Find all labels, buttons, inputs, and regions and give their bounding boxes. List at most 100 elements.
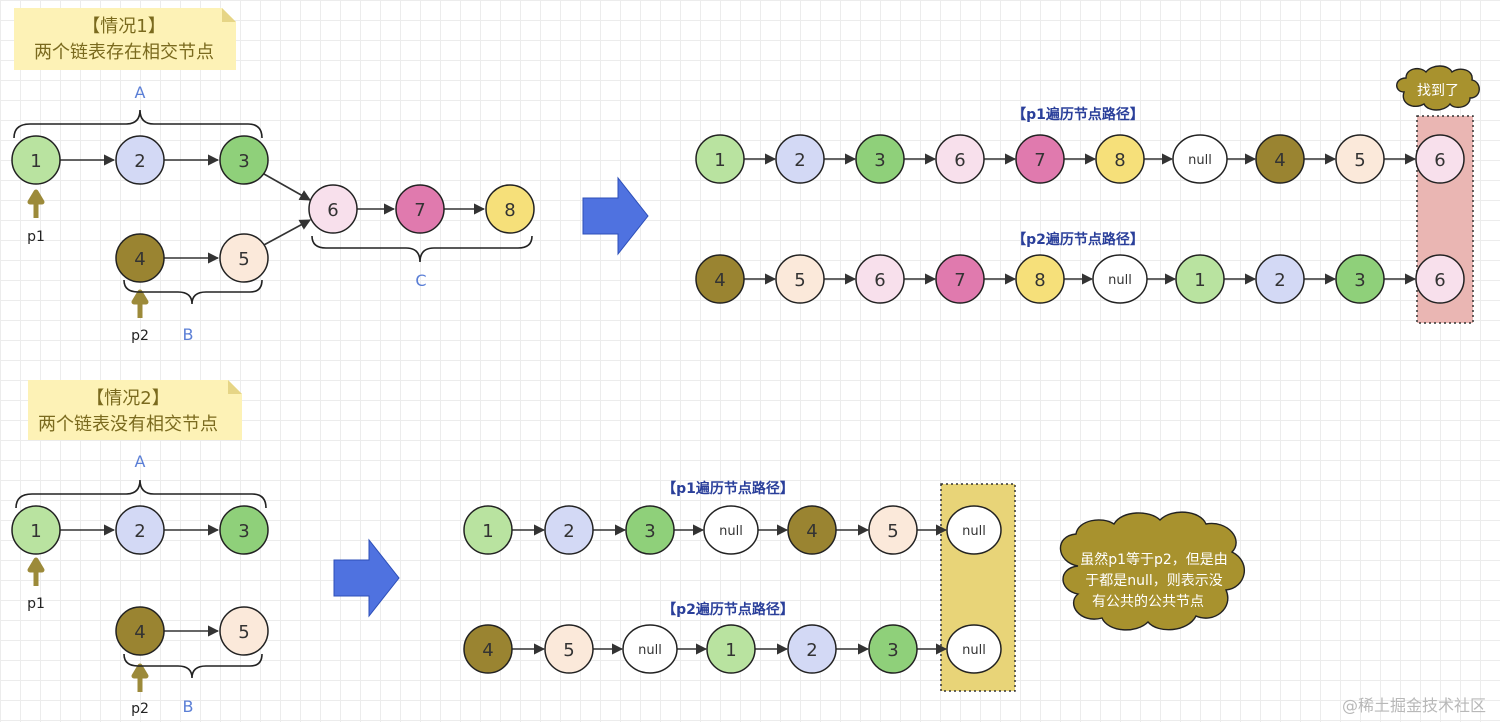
case2-path2-node-label: 3 xyxy=(887,640,898,661)
case1-list-b-node-label: 4 xyxy=(134,249,145,270)
case2-list-b-node: 5 xyxy=(219,606,269,656)
case2-path1-node: 2 xyxy=(544,505,594,555)
case2-nodes: 1 2 3 4 5 xyxy=(11,505,269,656)
case2-list-a-node: 3 xyxy=(219,505,269,555)
case1-path1-node: 7 xyxy=(1015,134,1065,184)
case1-path1-node-label: 1 xyxy=(714,150,725,171)
case2-path2-node: null xyxy=(622,624,678,674)
case2-p1-label: p1 xyxy=(27,596,45,612)
case1-path1-node-label: 5 xyxy=(1354,150,1365,171)
case1-path1-node: 4 xyxy=(1255,134,1305,184)
case1-path2-node: 3 xyxy=(1335,254,1385,304)
case1-path1-node: 1 xyxy=(695,134,745,184)
case1-list-c-node: 8 xyxy=(485,184,535,234)
case2-path1-node: 4 xyxy=(787,505,837,555)
case1-path1-node-label: 8 xyxy=(1114,150,1125,171)
case1-path2-node-label: 3 xyxy=(1354,270,1365,291)
case1-path1-node: 8 xyxy=(1095,134,1145,184)
case1-path1-node-label: 2 xyxy=(794,150,805,171)
case1-path1-node: 5 xyxy=(1335,134,1385,184)
case1-list-c-node-label: 8 xyxy=(504,200,515,221)
case2-path2-node: 3 xyxy=(868,624,918,674)
case2-path2-node-label: 1 xyxy=(725,640,736,661)
brace-c xyxy=(311,235,533,263)
case1-list-c-node-label: 6 xyxy=(327,200,338,221)
case1-path1-node: 3 xyxy=(855,134,905,184)
case2-path2-node: 5 xyxy=(544,624,594,674)
case2-path1-node: 3 xyxy=(625,505,675,555)
case2-path1-node-label: null xyxy=(719,524,743,539)
case2-list-b-node: 4 xyxy=(115,606,165,656)
case1-path2-node: 6 xyxy=(855,254,905,304)
case2-path1-node-label: null xyxy=(962,524,986,539)
case1-list-a-node: 2 xyxy=(115,135,165,185)
watermark: @稀土掘金技术社区 xyxy=(1341,696,1486,715)
case1-path2-node-label: 4 xyxy=(714,270,725,291)
case2-p2-label: p2 xyxy=(131,701,149,717)
case1-pointer-p1: p1 xyxy=(27,189,45,245)
case1-path1-node-label: 6 xyxy=(954,150,965,171)
case2-path2-node-label: null xyxy=(962,643,986,658)
case2-path2-node-label: 5 xyxy=(563,640,574,661)
case1-path2-node: 5 xyxy=(775,254,825,304)
case1-path2-node-label: 7 xyxy=(954,270,965,291)
case1-list-a-node: 3 xyxy=(219,135,269,185)
case2-path2-node-label: 2 xyxy=(806,640,817,661)
cloud-line-3: 有公共的公共节点 xyxy=(1092,594,1204,610)
found-cloud: 找到了 xyxy=(1396,65,1480,111)
case1-path1-row: 1 2 3 6 7 8 null 4 5 6 xyxy=(695,134,1465,184)
case1-path1-node-label: 6 xyxy=(1434,150,1445,171)
case2-list-a-node-label: 2 xyxy=(134,521,145,542)
case1-path2-node: 2 xyxy=(1255,254,1305,304)
case2-path1-node-label: 2 xyxy=(563,521,574,542)
case1-path2-node: 4 xyxy=(695,254,745,304)
cloud-line-2: 于都是null，则表示没 xyxy=(1085,573,1223,589)
case1-path1-node: 6 xyxy=(935,134,985,184)
case1-path1-node-label: null xyxy=(1188,153,1212,168)
case2-links xyxy=(60,524,220,637)
case1-list-a-node-label: 3 xyxy=(238,151,249,172)
case2-list-a-node-label: 3 xyxy=(238,521,249,542)
case2-path2-node: 1 xyxy=(706,624,756,674)
case2-big-arrow xyxy=(333,538,400,618)
case2-path2-node: null xyxy=(946,624,1002,674)
case2-list-a-node: 1 xyxy=(11,505,61,555)
case2-note-subtitle: 两个链表没有相交节点 xyxy=(38,414,218,435)
case2-list-b-node-label: 4 xyxy=(134,622,145,643)
case1-note-subtitle: 两个链表存在相交节点 xyxy=(34,42,214,63)
case1-links xyxy=(60,154,486,264)
case2-note-title: 【情况2】 xyxy=(86,388,169,409)
case2-path1-node-label: 5 xyxy=(887,521,898,542)
case2-path2-title: 【p2遍历节点路径】 xyxy=(662,601,794,618)
case1-pointer-p2: p2 xyxy=(131,289,149,344)
case1-path2-node-label: 5 xyxy=(794,270,805,291)
case2-path2-node: 2 xyxy=(787,624,837,674)
case1-list-c-node: 7 xyxy=(395,184,445,234)
case1-path2-node: 7 xyxy=(935,254,985,304)
case1-path2-node-label: 1 xyxy=(1194,270,1205,291)
case2-brace-b xyxy=(123,653,263,679)
case1-path2-node-label: null xyxy=(1108,273,1132,288)
case1-path2-node-label: 6 xyxy=(874,270,885,291)
case1-path1-node: null xyxy=(1172,134,1228,184)
case1-path2-title: 【p2遍历节点路径】 xyxy=(1012,231,1144,248)
case1-path1-node-label: 3 xyxy=(874,150,885,171)
case1-p2-label: p2 xyxy=(131,328,149,344)
case1-path2-node: 8 xyxy=(1015,254,1065,304)
case2-brace-a xyxy=(15,479,267,509)
case1-list-c-node-label: 7 xyxy=(414,200,425,221)
case1-path2-node-label: 8 xyxy=(1034,270,1045,291)
case1-list-a-node-label: 1 xyxy=(30,151,41,172)
case2-brace-b-label: B xyxy=(183,697,194,716)
case1-path1-node-label: 7 xyxy=(1034,150,1045,171)
case1-list-c-node: 6 xyxy=(308,184,358,234)
case2-list-a-node: 2 xyxy=(115,505,165,555)
case2-brace-a-label: A xyxy=(135,452,146,471)
case1-list-a-node: 1 xyxy=(11,135,61,185)
case1-path1-node: 2 xyxy=(775,134,825,184)
case1-path1-title: 【p1遍历节点路径】 xyxy=(1012,106,1144,123)
case2-note: 【情况2】 两个链表没有相交节点 xyxy=(28,380,242,440)
